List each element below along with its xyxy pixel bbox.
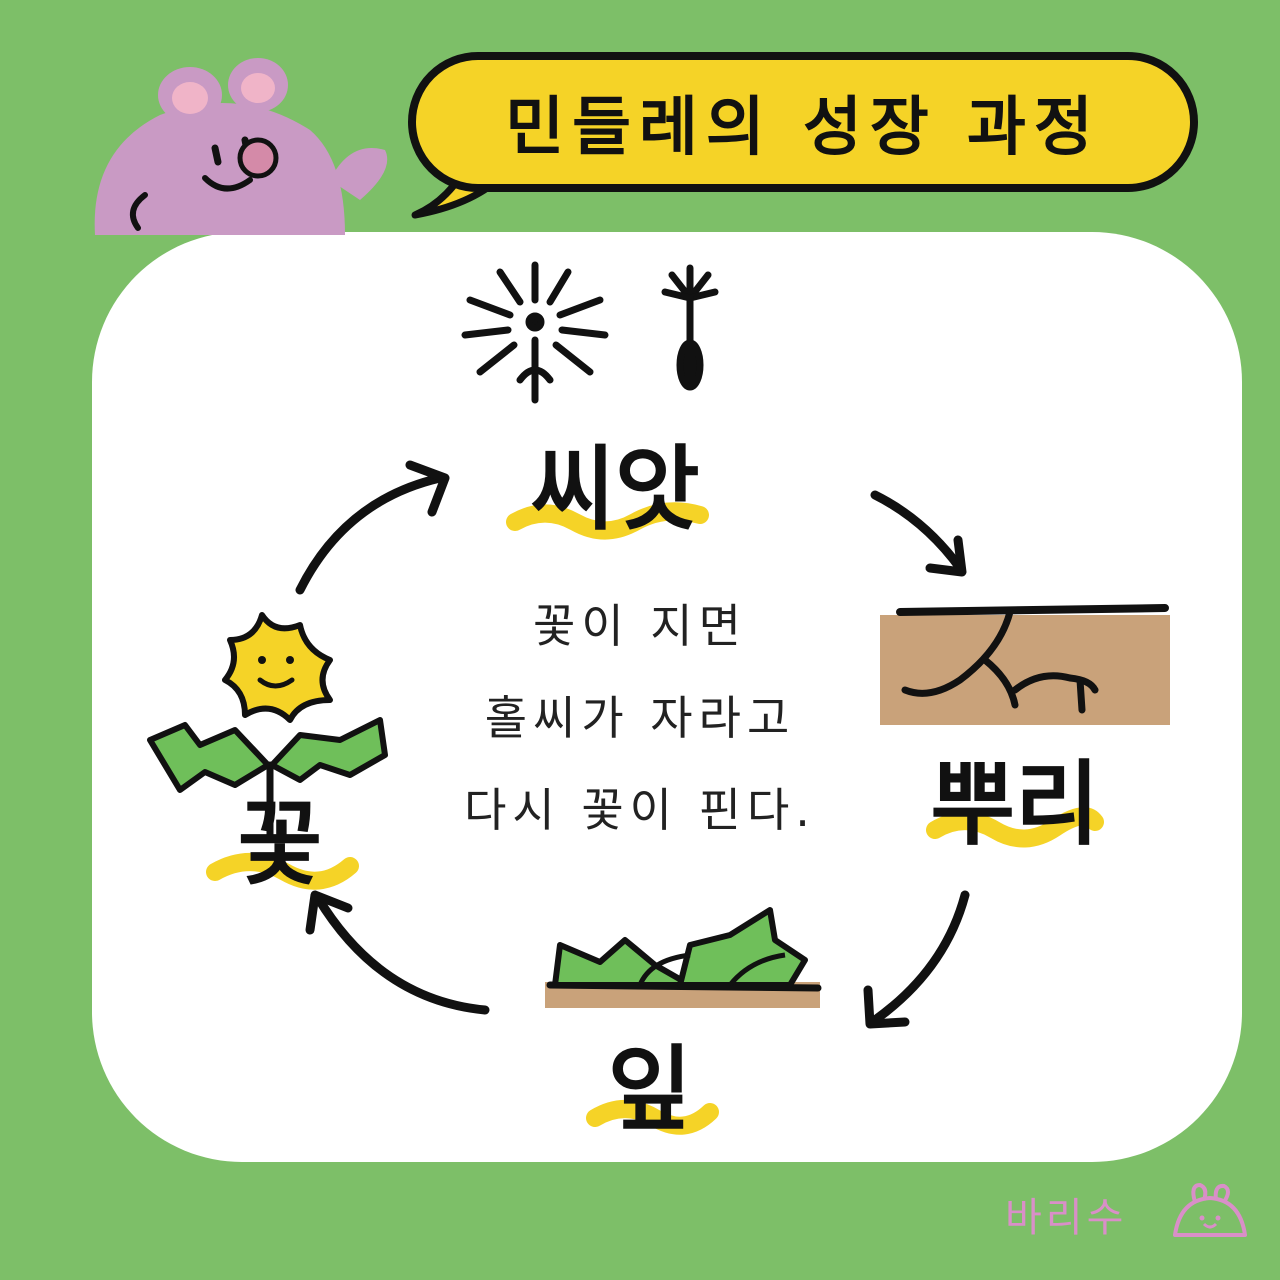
dandelion-flower-icon	[147, 612, 388, 839]
stage-label-flower: 꽃	[237, 791, 323, 898]
single-seed-icon	[661, 264, 719, 391]
arrow-leaf-to-flower	[313, 893, 490, 1015]
flower-highlight	[206, 853, 359, 890]
seed-highlight	[506, 502, 709, 540]
page-title: 민들레의 성장 과정	[505, 91, 1101, 165]
leaf-highlight	[586, 1100, 719, 1135]
soil-roots-icon	[880, 604, 1170, 725]
title-bubble	[408, 52, 1198, 192]
stage-label-root: 뿌리	[930, 751, 1100, 858]
arrow-flower-to-seed	[295, 473, 445, 595]
stage-label-seed: 씨앗	[530, 436, 700, 543]
arrow-leaf-to-flower-head	[305, 890, 353, 935]
description-line-3: 다시 꽃이 핀다.	[464, 783, 816, 837]
cycle-arrows	[295, 460, 970, 1029]
dandelion-puff-icon	[461, 261, 609, 404]
signature-rabbit-icon	[1173, 1182, 1247, 1237]
stage-label-leaf: 잎	[607, 1036, 693, 1143]
leaf-rosette-icon	[545, 907, 822, 1008]
description-line-1: 꽃이 지면	[533, 599, 747, 653]
pig-character	[94, 58, 388, 235]
artist-signature: 바리수	[1005, 1195, 1128, 1241]
arrow-root-to-leaf-head	[863, 985, 910, 1029]
description-line-2: 홀씨가 자라고	[484, 691, 796, 745]
arrow-seed-to-root-head	[925, 535, 967, 577]
arrow-seed-to-root	[870, 490, 965, 573]
cycle-description: 꽃이 지면 홀씨가 자라고 다시 꽃이 핀다.	[400, 580, 880, 856]
arrow-flower-to-seed-head	[405, 460, 450, 517]
arrow-root-to-leaf	[870, 890, 970, 1025]
root-highlight	[926, 807, 1104, 848]
